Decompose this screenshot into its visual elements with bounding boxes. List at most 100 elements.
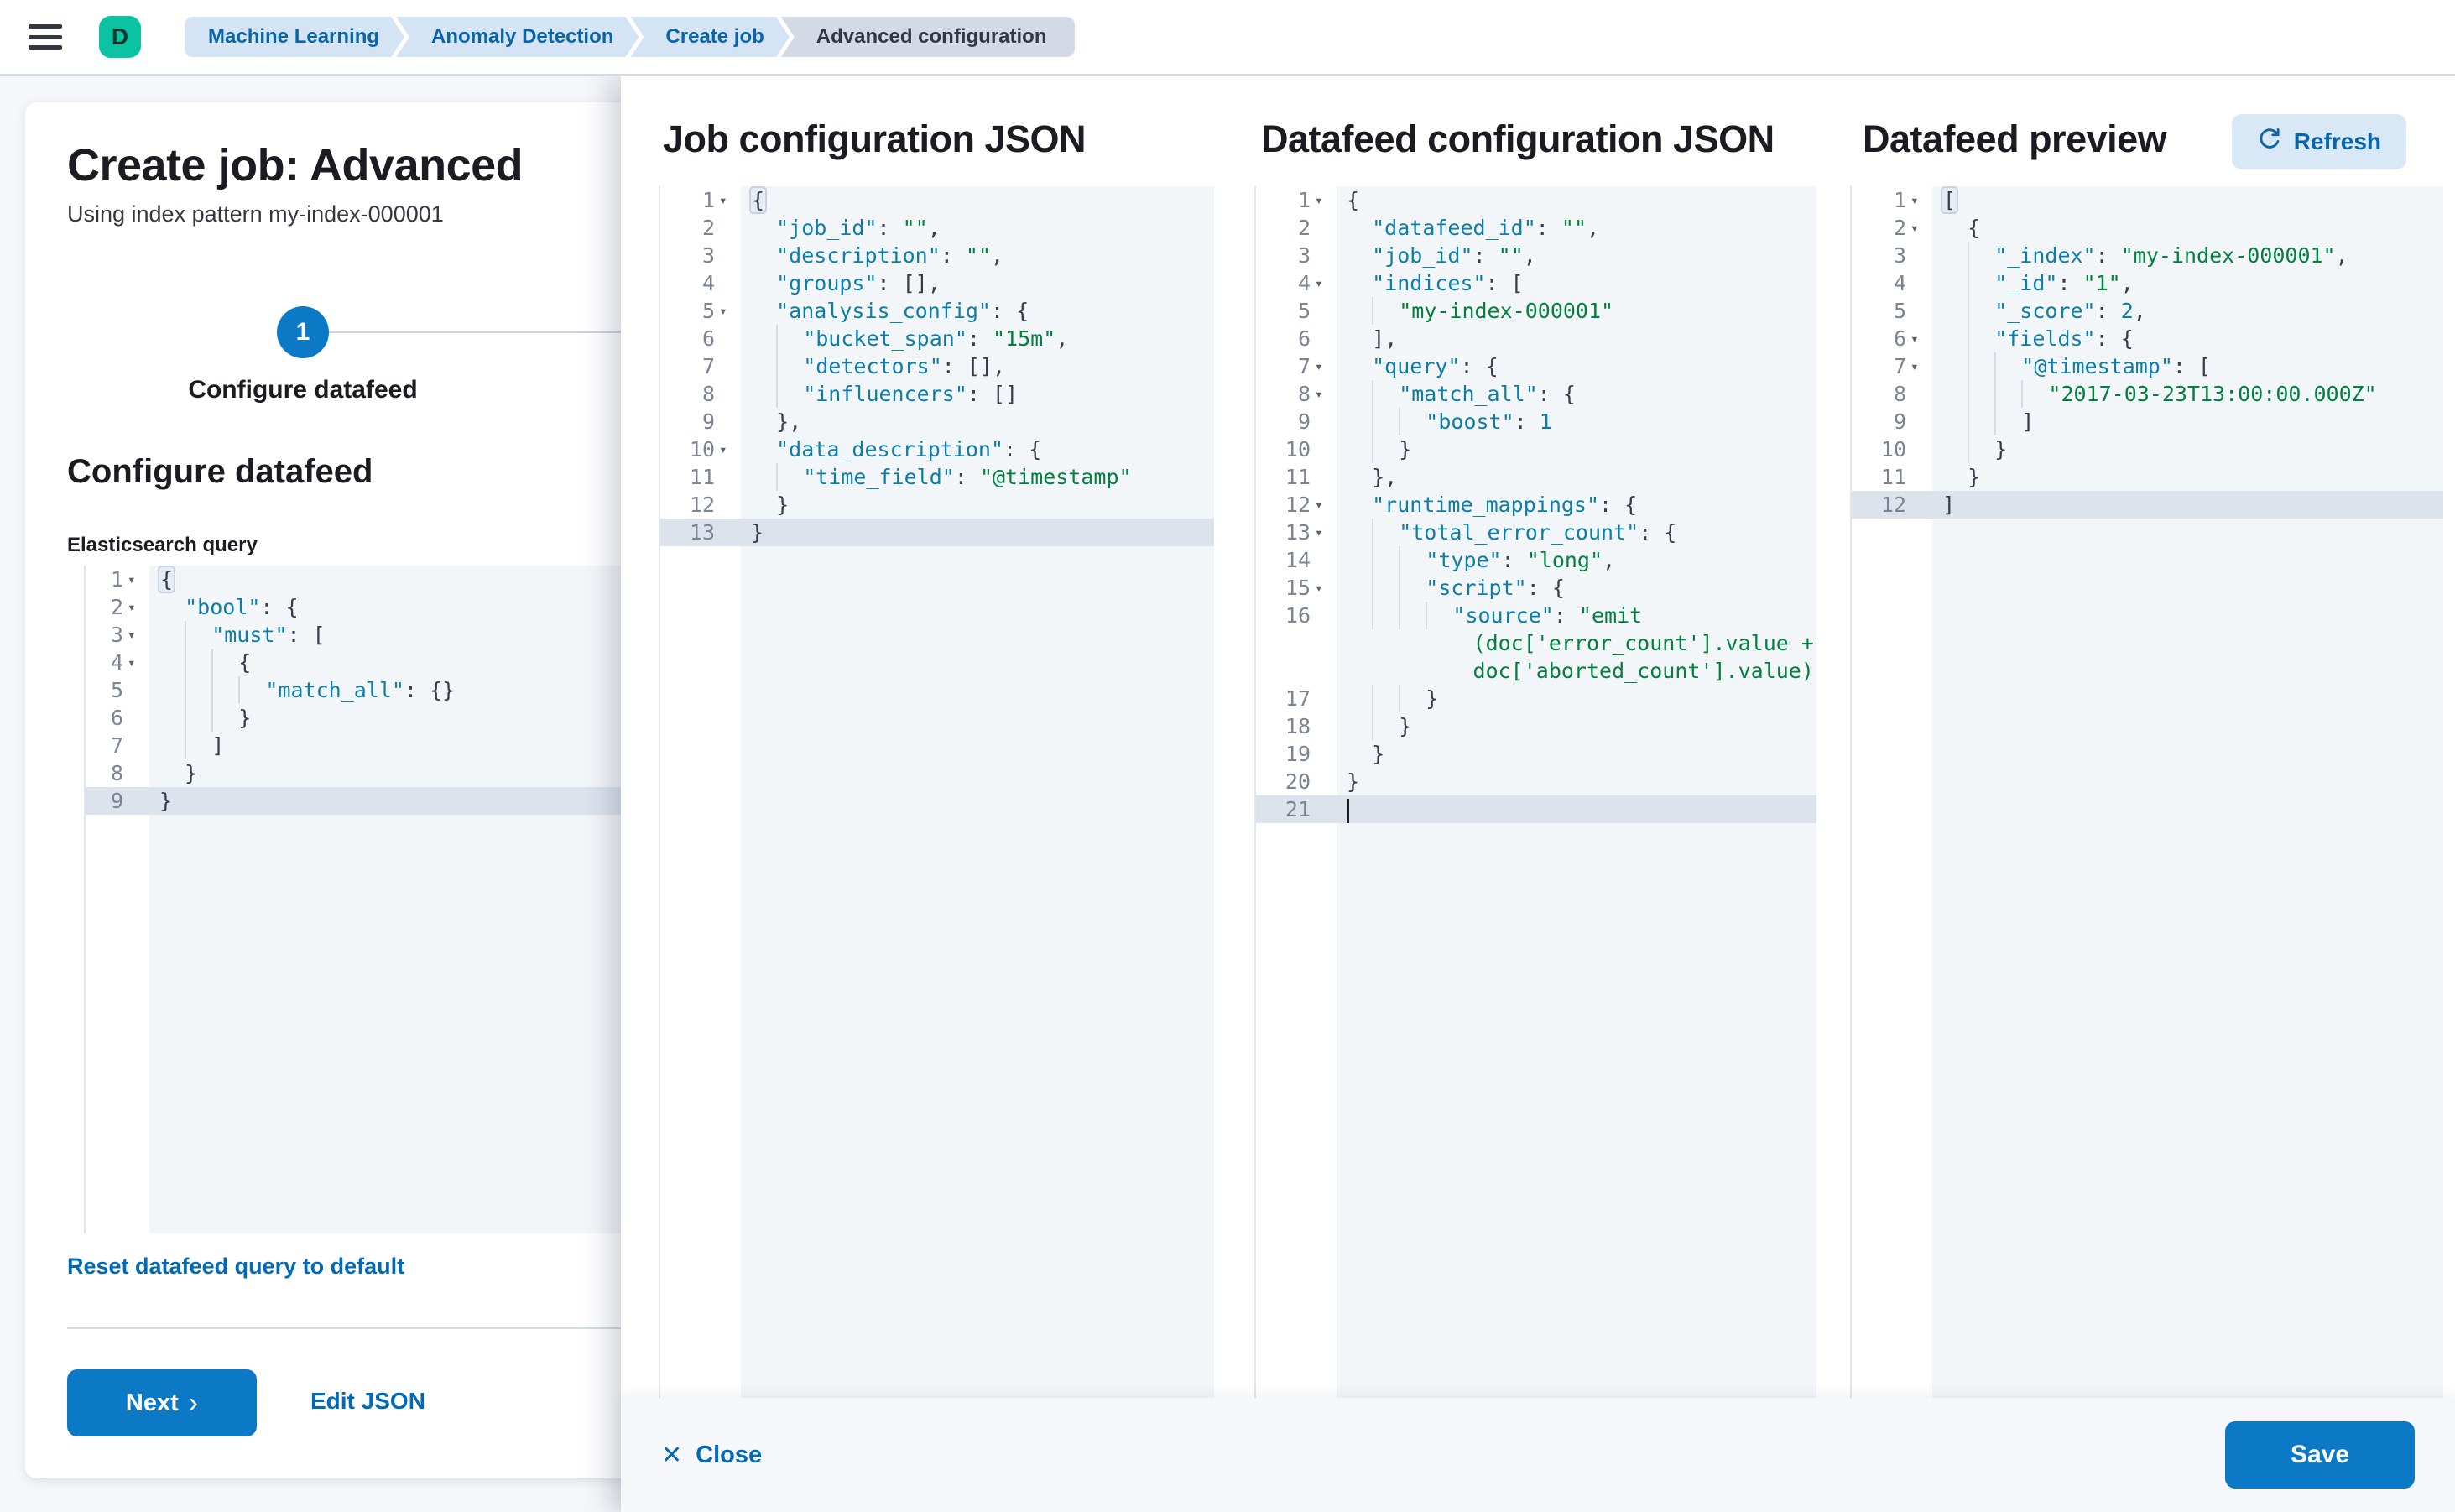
fold-toggle-icon[interactable]: ▾ <box>128 627 136 643</box>
code-token: { <box>1968 216 1981 240</box>
line-number: 6 <box>110 706 123 730</box>
code-token: "_score" <box>1994 299 2096 323</box>
refresh-button[interactable]: Refresh <box>2231 114 2406 169</box>
code-line-4: 4 "groups": [], <box>660 269 1214 297</box>
fold-toggle-icon[interactable]: ▾ <box>1910 220 1919 236</box>
line-number: 9 <box>1297 409 1311 434</box>
code-token: "influencers" <box>803 382 967 406</box>
datafeed-configuration-json-editor[interactable]: 1▾{2 "datafeed_id": "",3 "job_id": "",4▾… <box>1254 186 1816 1398</box>
code-token: } <box>1372 742 1385 766</box>
code-token: (doc['error_count'].value + <box>1472 631 1814 655</box>
elasticsearch-query-label: Elasticsearch query <box>67 534 258 556</box>
indent-guide <box>2021 380 2048 408</box>
code-token: : <box>1514 409 1540 434</box>
code-token: : <box>1501 548 1527 572</box>
code-token: : { <box>1639 520 1677 545</box>
next-button[interactable]: Next › <box>67 1369 257 1436</box>
fold-toggle-icon[interactable]: ▾ <box>719 192 727 208</box>
fold-toggle-icon[interactable]: ▾ <box>128 599 136 615</box>
fold-toggle-icon[interactable]: ▾ <box>1315 524 1323 540</box>
code-line-13: 13} <box>660 519 1214 546</box>
save-button[interactable]: Save <box>2225 1421 2415 1489</box>
code-token: "indices" <box>1372 271 1486 295</box>
fold-toggle-icon[interactable]: ▾ <box>1910 358 1919 374</box>
code-token: : <box>877 216 903 240</box>
job-configuration-json-editor[interactable]: 1▾{2 "job_id": "",3 "description": "",4 … <box>659 186 1214 1398</box>
code-token: "query" <box>1372 354 1461 378</box>
breadcrumb-create-job[interactable]: Create job <box>630 17 789 57</box>
space-avatar[interactable]: D <box>99 16 141 58</box>
code-token: "2017-03-23T13:00:00.000Z" <box>2048 382 2377 406</box>
line-number: 6 <box>701 326 715 351</box>
code-token: "analysis_config" <box>776 299 991 323</box>
code-line-5: 5 "match_all": {} <box>86 676 923 704</box>
line-number: 10 <box>1285 437 1311 461</box>
datafeed-configuration-json-title: Datafeed configuration JSON <box>1261 117 1775 160</box>
indent-guide <box>238 676 265 704</box>
fold-toggle-icon[interactable]: ▾ <box>1910 192 1919 208</box>
code-token: "" <box>1561 216 1587 240</box>
code-token: } <box>776 493 790 517</box>
index-pattern-subtitle: Using index pattern my-index-000001 <box>67 201 444 227</box>
code-line-7: 7 ] <box>86 732 923 759</box>
code-token: "my-index-000001" <box>1399 299 1614 323</box>
step-1-indicator[interactable]: 1 <box>277 306 329 358</box>
code-line-6: 6 "bucket_span": "15m", <box>660 325 1214 352</box>
fold-toggle-icon[interactable]: ▾ <box>1315 275 1323 291</box>
code-line-wrap: doc['aborted_count'].value)" <box>1256 657 1816 685</box>
breadcrumb-anomaly-detection[interactable]: Anomaly Detection <box>396 17 639 57</box>
line-number: 5 <box>1297 299 1311 323</box>
page-title: Create job: Advanced <box>67 140 524 190</box>
code-line-5: 5 "_score": 2, <box>1852 297 2443 325</box>
code-line-8: 8 "influencers": [] <box>660 380 1214 408</box>
line-number: 18 <box>1285 714 1311 738</box>
indent-guide <box>1399 546 1426 574</box>
line-number: 10 <box>1880 437 1906 461</box>
code-token: , <box>991 243 1004 268</box>
fold-toggle-icon[interactable]: ▾ <box>128 654 136 670</box>
fold-toggle-icon[interactable]: ▾ <box>1315 580 1323 596</box>
code-token: [ <box>1941 186 1959 214</box>
breadcrumb: Machine Learning Anomaly Detection Creat… <box>185 17 1076 57</box>
indent-guide <box>776 325 803 352</box>
line-number: 8 <box>1297 382 1311 406</box>
code-token: , <box>927 216 941 240</box>
code-token: "15m" <box>992 326 1056 351</box>
fold-toggle-icon[interactable]: ▾ <box>719 441 727 457</box>
code-line-1: 1▾{ <box>1256 186 1816 214</box>
code-token: : { <box>1003 437 1042 461</box>
line-number: 11 <box>689 465 715 489</box>
fold-toggle-icon[interactable]: ▾ <box>128 571 136 587</box>
line-number: 5 <box>1893 299 1906 323</box>
datafeed-preview-editor[interactable]: 1▾[2▾ {3 "_index": "my-index-000001",4 "… <box>1850 186 2443 1398</box>
line-number: 21 <box>1285 797 1311 821</box>
fold-toggle-icon[interactable]: ▾ <box>1315 192 1323 208</box>
fold-toggle-icon[interactable]: ▾ <box>1910 331 1919 347</box>
indent-guide <box>185 676 211 704</box>
breadcrumb-machine-learning[interactable]: Machine Learning <box>185 17 404 57</box>
fold-toggle-icon[interactable]: ▾ <box>1315 497 1323 513</box>
menu-hamburger-icon[interactable] <box>29 24 62 50</box>
code-token: { <box>238 650 252 675</box>
edit-json-link[interactable]: Edit JSON <box>310 1388 425 1414</box>
code-token: "script" <box>1426 576 1527 600</box>
code-token: : { <box>260 595 299 619</box>
code-line-9: 9 "boost": 1 <box>1256 408 1816 435</box>
line-number: 8 <box>701 382 715 406</box>
fold-toggle-icon[interactable]: ▾ <box>1315 358 1323 374</box>
code-token: "@timestamp" <box>979 465 1132 489</box>
reset-datafeed-query-link[interactable]: Reset datafeed query to default <box>67 1254 405 1279</box>
line-number: 16 <box>1285 603 1311 628</box>
line-number: 9 <box>110 789 123 813</box>
code-token: : <box>1553 603 1579 628</box>
code-token: : { <box>1526 576 1565 600</box>
code-line-3: 3 "_index": "my-index-000001", <box>1852 242 2443 269</box>
text-cursor <box>1347 798 1349 823</box>
fold-toggle-icon[interactable]: ▾ <box>719 303 727 319</box>
fold-toggle-icon[interactable]: ▾ <box>1315 386 1323 402</box>
line-number: 7 <box>1297 354 1311 378</box>
code-token: "emit <box>1578 603 1643 628</box>
indent-guide <box>1372 574 1399 602</box>
close-button[interactable]: ✕ Close <box>661 1441 763 1469</box>
